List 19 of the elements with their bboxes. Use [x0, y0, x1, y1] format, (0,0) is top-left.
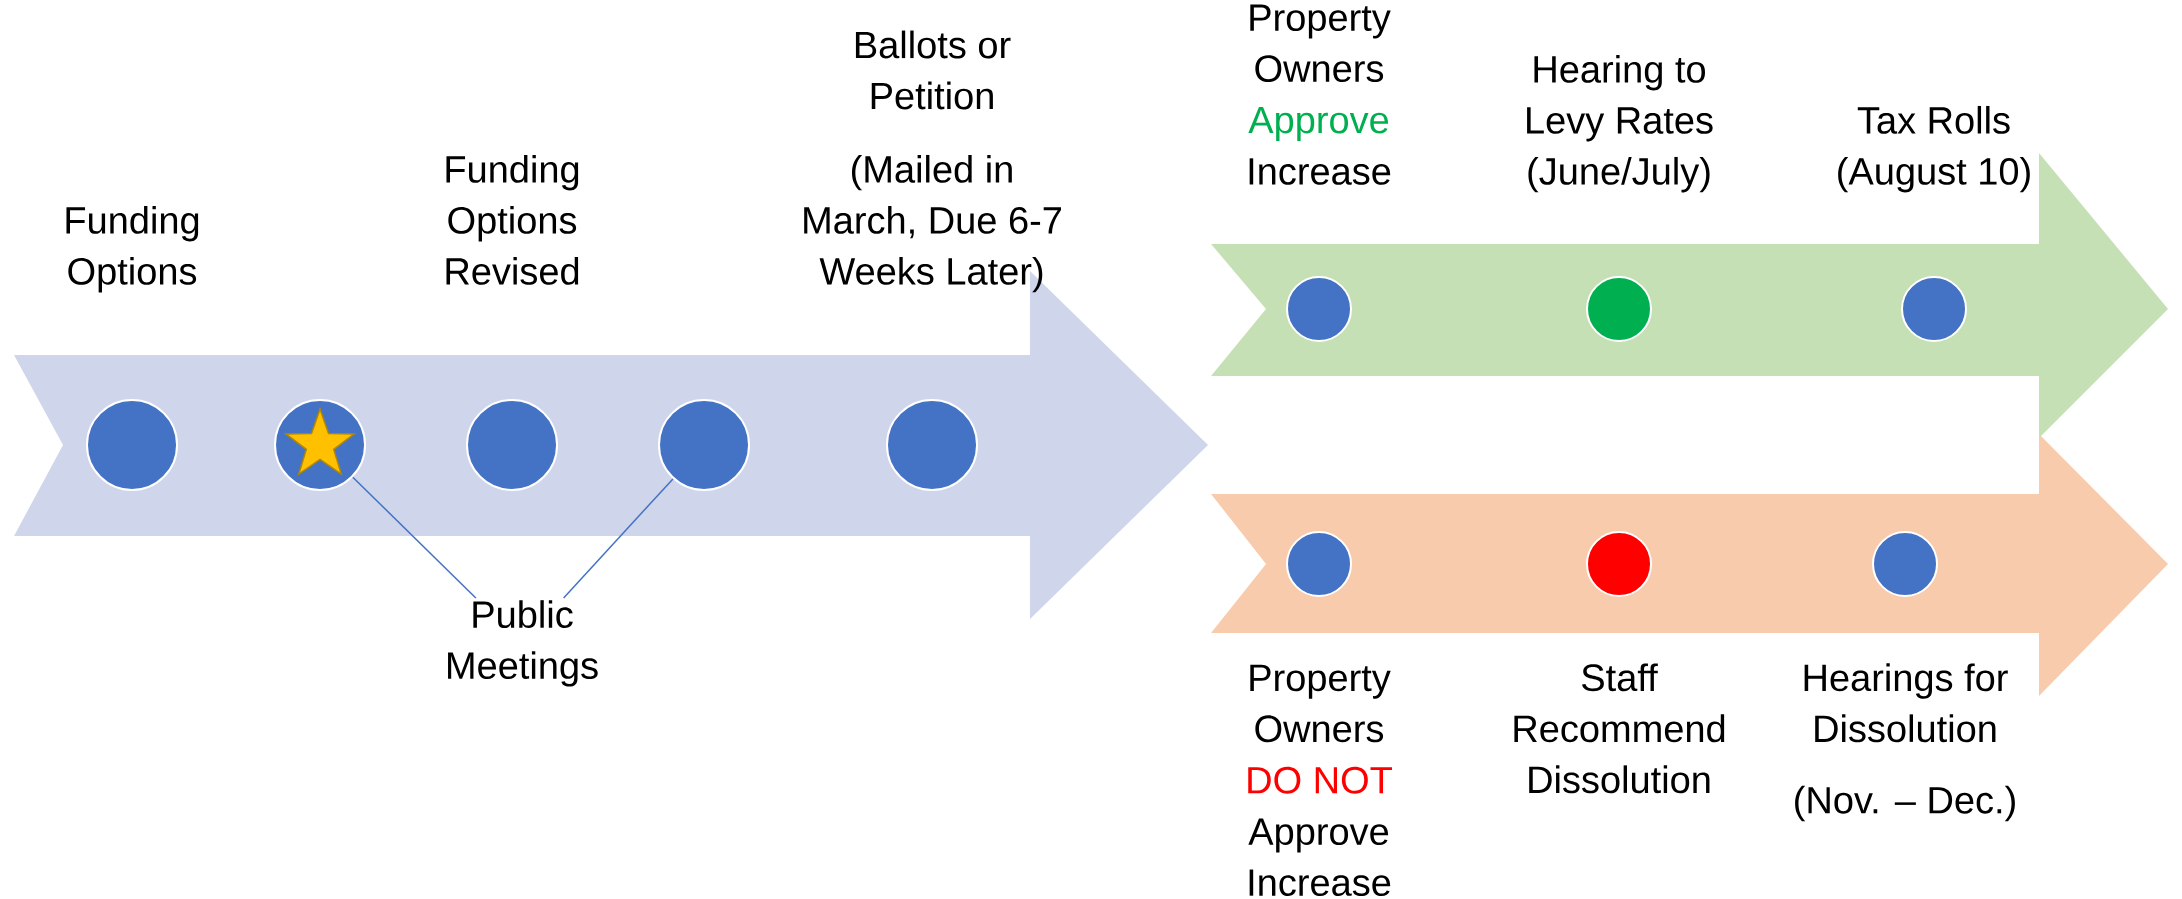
milestone-label: Funding Options [66, 205, 199, 293]
milestone-label: Funding Options Revised [446, 154, 579, 285]
milestone-label: Tax Rolls (August 10) [1838, 105, 2030, 193]
milestone-label: (Mailed in March, Due 6-7 Weeks Later) [804, 154, 1061, 293]
milestone-label: Ballots or Petition [855, 30, 1011, 110]
milestone-label: DO NOT [1248, 766, 1392, 794]
milestone-label: (Nov. – Dec.) [1795, 785, 2015, 822]
milestone-label: Hearing to Levy Rates (June/July) [1527, 54, 1713, 193]
milestone-label: Approve [1248, 106, 1389, 141]
meeting-label: Public Meetings [448, 600, 598, 687]
milestone-label: Property Owners [1250, 664, 1391, 743]
milestone-label: Property Owners [1250, 4, 1391, 83]
milestone-label: Hearings for Dissolution [1804, 663, 2008, 743]
milestone-label: Staff Recommend Dissolution [1514, 663, 1725, 794]
milestone-label: Approve Increase [1248, 818, 1391, 897]
leader-line [352, 476, 477, 599]
milestone-dot [658, 399, 750, 491]
milestone-label: Increase [1249, 158, 1391, 185]
leader-line [562, 478, 674, 599]
